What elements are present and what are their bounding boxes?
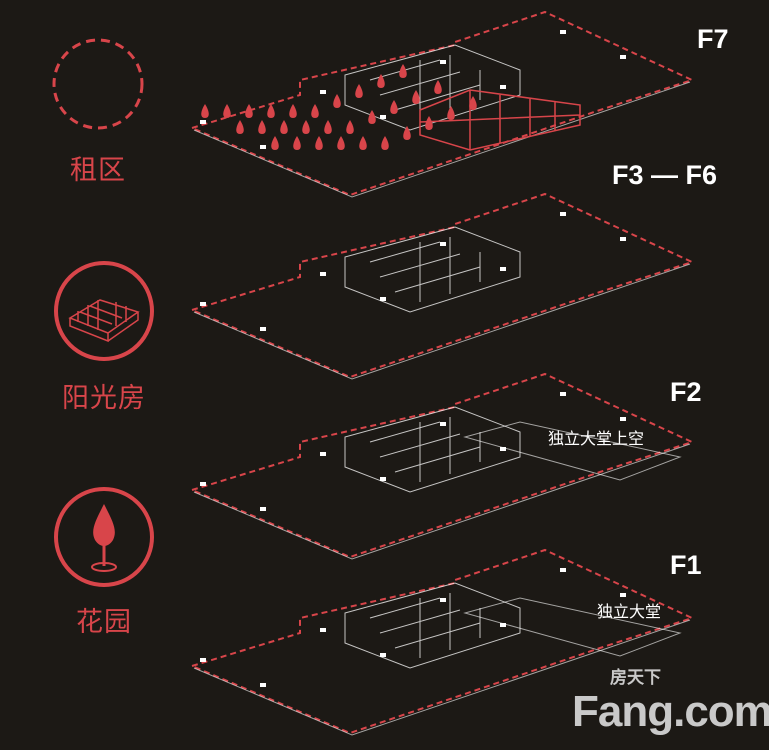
sunroom-icon bbox=[54, 261, 154, 361]
legend-label-sunroom: 阳光房 bbox=[62, 383, 146, 414]
tree-icon bbox=[280, 120, 288, 134]
tree-icon bbox=[258, 120, 266, 134]
tree-icon bbox=[324, 120, 332, 134]
tree-icon bbox=[333, 94, 341, 108]
plate-f7 bbox=[189, 10, 695, 198]
tree-icon bbox=[368, 110, 376, 124]
tree-icon bbox=[399, 64, 407, 78]
tree-icon bbox=[201, 104, 209, 118]
tree-icon bbox=[425, 116, 433, 130]
tree-icon bbox=[302, 120, 310, 134]
tree-icon bbox=[245, 104, 253, 118]
tree-icon bbox=[346, 120, 354, 134]
tree-icon bbox=[381, 136, 389, 150]
tree-icon bbox=[236, 120, 244, 134]
legend-label-garden: 花园 bbox=[76, 607, 132, 638]
floor-label-f1: F1 bbox=[670, 550, 702, 580]
tree-icon bbox=[403, 126, 411, 140]
tree-icon bbox=[271, 136, 279, 150]
tree-icon bbox=[337, 136, 345, 150]
floor-label-f2: F2 bbox=[670, 377, 702, 407]
tree-icon bbox=[311, 104, 319, 118]
tree-icon bbox=[412, 90, 420, 104]
watermark-en: Fang.com bbox=[572, 687, 769, 736]
floor-label-f7: F7 bbox=[697, 24, 729, 54]
legend-label-rental: 租区 bbox=[70, 155, 126, 186]
tree-icon bbox=[289, 104, 297, 118]
tree-icon bbox=[223, 104, 231, 118]
floor-note-f2: 独立大堂上空 bbox=[548, 429, 645, 448]
tree-icon bbox=[293, 136, 301, 150]
tree-icon bbox=[54, 487, 154, 587]
floor-note-f1: 独立大堂 bbox=[597, 602, 662, 621]
tree-icon bbox=[359, 136, 367, 150]
plate-f2 bbox=[189, 372, 695, 560]
tree-icon bbox=[390, 100, 398, 114]
floor-label-f3-f6: F3 — F6 bbox=[612, 160, 718, 190]
fang-watermark-logo: 房天下 Fang.com bbox=[572, 668, 769, 736]
plate-f3-f6 bbox=[189, 192, 695, 380]
tree-icon bbox=[315, 136, 323, 150]
tree-icon bbox=[469, 96, 477, 110]
tree-icon bbox=[355, 84, 363, 98]
tree-icon bbox=[434, 80, 442, 94]
dashed-circle-icon bbox=[52, 38, 144, 130]
tree-icon bbox=[267, 104, 275, 118]
watermark-cn: 房天下 bbox=[610, 668, 661, 688]
tree-icon bbox=[447, 106, 455, 120]
tree-icon bbox=[377, 74, 385, 88]
plate-f1 bbox=[189, 548, 695, 736]
